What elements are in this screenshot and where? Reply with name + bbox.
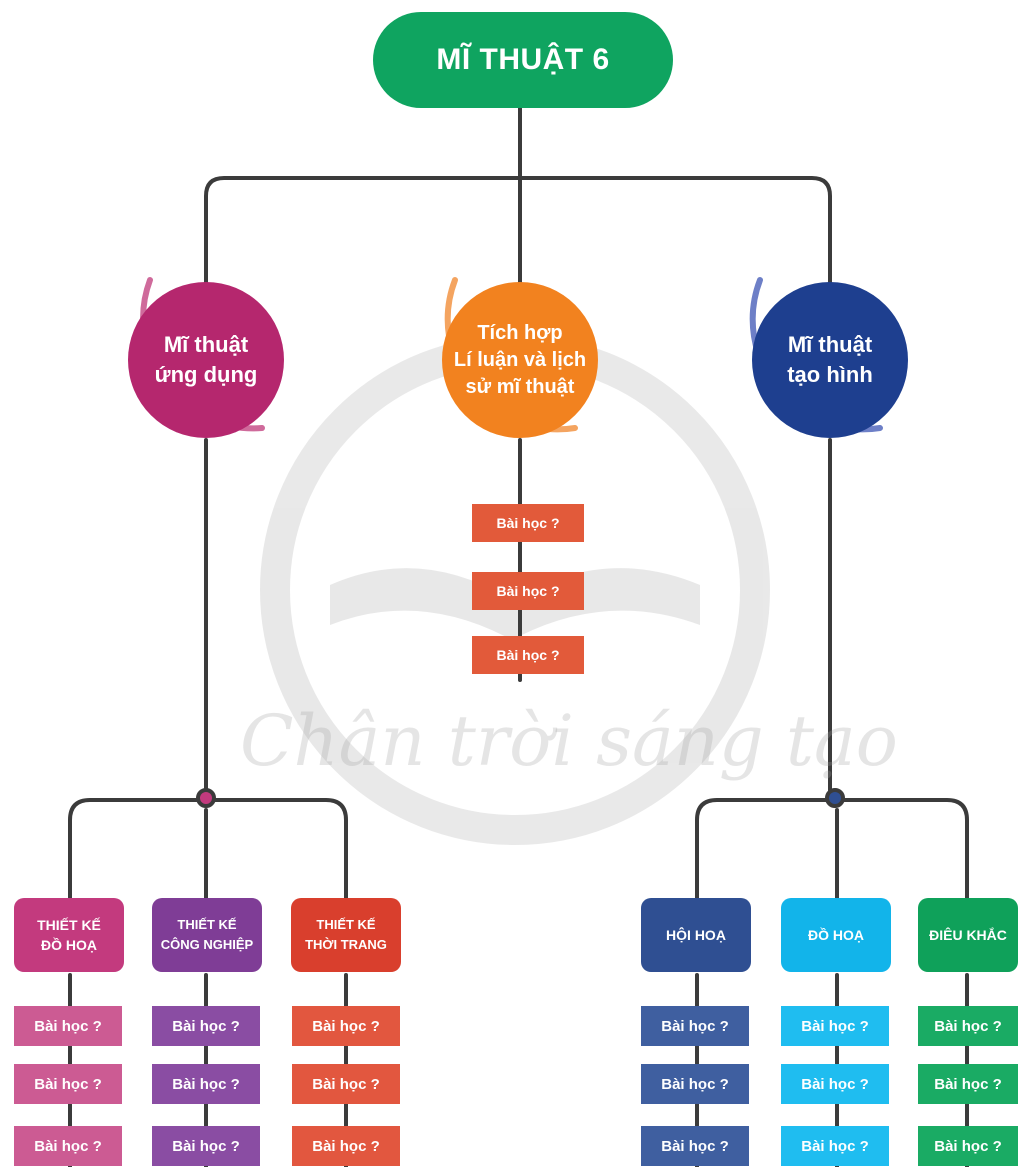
category-industrial-design: THIẾT KẾ CÔNG NGHIỆP (152, 898, 262, 972)
center-lesson: Bài học ? (472, 636, 584, 674)
lesson-fashion-design-3: Bài học ? (292, 1126, 400, 1166)
lesson-sculpture-3: Bài học ? (918, 1126, 1018, 1166)
lesson-sculpture-1: Bài học ? (918, 1006, 1018, 1046)
category-label-line: ĐỒ HOẠ (41, 937, 97, 953)
center-lesson: Bài học ? (472, 572, 584, 610)
category-label-line: HỘI HOẠ (666, 927, 726, 943)
branch-label-line: ứng dụng (154, 362, 258, 387)
center-lesson: Bài học ? (472, 504, 584, 542)
lesson-fashion-design-2: Bài học ? (292, 1064, 400, 1104)
junction-dot-left (196, 788, 216, 808)
lesson-sculpture-2: Bài học ? (918, 1064, 1018, 1104)
category-graphics: ĐỒ HOẠ (781, 898, 891, 972)
category-label-line: THIẾT KẾ (316, 917, 376, 932)
category-sculpture: ĐIÊU KHẮC (918, 898, 1018, 972)
lesson-painting-2: Bài học ? (641, 1064, 749, 1104)
branch-label-line: Tích hợp (477, 321, 563, 344)
lesson-graphics-2: Bài học ? (781, 1064, 889, 1104)
lesson-graphics-1: Bài học ? (781, 1006, 889, 1046)
category-painting: HỘI HOẠ (641, 898, 751, 972)
category-label-line: THIẾT KẾ (177, 917, 237, 932)
lesson-graphics-3: Bài học ? (781, 1126, 889, 1166)
lesson-industrial-design-2: Bài học ? (152, 1064, 260, 1104)
category-label-line: THỜI TRANG (305, 937, 387, 952)
branch-label-line: Mĩ thuật (163, 332, 249, 357)
category-label-line: CÔNG NGHIỆP (160, 937, 254, 952)
lesson-industrial-design-3: Bài học ? (152, 1126, 260, 1166)
lesson-graphic-design-3: Bài học ? (14, 1126, 122, 1166)
category-label-line: THIẾT KẾ (37, 917, 101, 933)
branch-theory-history: Tích hợp Lí luận và lịch sử mĩ thuật (442, 282, 598, 438)
lesson-fashion-design-1: Bài học ? (292, 1006, 400, 1046)
branch-label-line: Lí luận và lịch (453, 348, 587, 371)
lesson-painting-1: Bài học ? (641, 1006, 749, 1046)
junction-dot-right (825, 788, 845, 808)
category-label-line: ĐIÊU KHẮC (929, 927, 1007, 943)
category-label-line: ĐỒ HOẠ (808, 927, 864, 943)
category-graphic-design: THIẾT KẾ ĐỒ HOẠ (14, 898, 124, 972)
branch-label-line: Mĩ thuật (787, 332, 873, 357)
branch-label-line: sử mĩ thuật (465, 375, 575, 398)
watermark-text: Chân trời sáng tạo (240, 700, 898, 782)
category-fashion-design: THIẾT KẾ THỜI TRANG (291, 898, 401, 972)
lesson-painting-3: Bài học ? (641, 1126, 749, 1166)
root-node: MĨ THUẬT 6 (373, 12, 673, 108)
branch-applied-arts: Mĩ thuật ứng dụng (128, 282, 284, 438)
lesson-graphic-design-1: Bài học ? (14, 1006, 122, 1046)
branch-label-line: tạo hình (787, 362, 873, 387)
branch-fine-arts: Mĩ thuật tạo hình (752, 282, 908, 438)
lesson-graphic-design-2: Bài học ? (14, 1064, 122, 1104)
lesson-industrial-design-1: Bài học ? (152, 1006, 260, 1046)
